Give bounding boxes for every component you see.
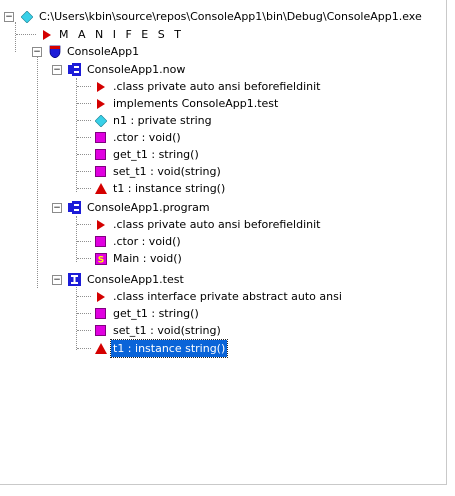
tree-node-class-program[interactable]: − ConsoleApp1.program xyxy=(52,199,212,216)
method-icon xyxy=(94,148,107,161)
tree-connector xyxy=(77,296,91,297)
tree-node-interface-test[interactable]: − ConsoleApp1.test xyxy=(52,271,186,288)
tree-connector xyxy=(77,313,91,314)
class-icon xyxy=(68,63,81,76)
method-icon xyxy=(94,307,107,320)
red-arrow-icon xyxy=(94,80,107,93)
node-label: t1 : instance string() xyxy=(109,339,229,358)
collapse-toggle[interactable]: − xyxy=(4,11,14,22)
interface-label: ConsoleApp1.test xyxy=(87,273,184,286)
collapse-toggle[interactable]: − xyxy=(52,64,62,75)
tree-node-manifest[interactable]: M A N I F E S T xyxy=(40,26,186,43)
namespace-shield-icon xyxy=(48,45,61,58)
property-triangle-icon xyxy=(94,182,107,195)
root-path-label: C:\Users\kbin\source\repos\ConsoleApp1\b… xyxy=(39,10,422,23)
tree-connector xyxy=(15,22,16,52)
tree-connector xyxy=(77,103,91,104)
node-label: .class private auto ansi beforefieldinit xyxy=(113,80,321,93)
node-label: get_t1 : string() xyxy=(113,307,199,320)
interface-icon xyxy=(68,273,81,286)
assembly-label: ConsoleApp1 xyxy=(67,45,140,58)
tree-connector xyxy=(77,188,91,189)
tree-connector xyxy=(76,78,77,192)
tree-node-field[interactable]: n1 : private string xyxy=(94,112,214,129)
node-label: t1 : instance string() xyxy=(113,182,226,195)
tree-connector xyxy=(76,284,77,350)
tree-node-method[interactable]: .ctor : void() xyxy=(94,233,183,250)
node-label: set_t1 : void(string) xyxy=(113,165,221,178)
tree-connector xyxy=(77,330,91,331)
node-label: get_t1 : string() xyxy=(113,148,199,161)
svg-text:S: S xyxy=(97,255,103,265)
node-label: implements ConsoleApp1.test xyxy=(113,97,279,110)
tree-connector xyxy=(77,154,91,155)
node-label: .ctor : void() xyxy=(113,131,181,144)
tree-node-property-selected[interactable]: t1 : instance string() xyxy=(94,339,229,358)
tree-node-method[interactable]: get_t1 : string() xyxy=(94,146,201,163)
class-label: ConsoleApp1.program xyxy=(87,201,210,214)
tree-node-class-directive[interactable]: .class private auto ansi beforefieldinit xyxy=(94,216,322,233)
collapse-toggle[interactable]: − xyxy=(32,46,42,57)
collapse-toggle[interactable]: − xyxy=(52,202,62,213)
tree-connector xyxy=(16,34,36,35)
tree-node-method[interactable]: get_t1 : string() xyxy=(94,305,201,322)
manifest-label: M A N I F E S T xyxy=(59,28,184,41)
collapse-toggle[interactable]: − xyxy=(52,274,62,285)
tree-node-method[interactable]: set_t1 : void(string) xyxy=(94,163,223,180)
red-arrow-icon xyxy=(94,218,107,231)
tree-connector xyxy=(77,258,91,259)
tree-node-class-directive[interactable]: .class interface private abstract auto a… xyxy=(94,288,344,305)
tree-node-method[interactable]: set_t1 : void(string) xyxy=(94,322,223,339)
node-label: .class private auto ansi beforefieldinit xyxy=(113,218,321,231)
tree-connector xyxy=(77,86,91,87)
tree-node-implements[interactable]: implements ConsoleApp1.test xyxy=(94,95,280,112)
tree-node-class-directive[interactable]: .class private auto ansi beforefieldinit xyxy=(94,78,322,95)
method-icon xyxy=(94,165,107,178)
static-method-icon: S xyxy=(94,252,107,265)
tree-node-property[interactable]: t1 : instance string() xyxy=(94,180,227,197)
tree-node-method[interactable]: .ctor : void() xyxy=(94,129,183,146)
tree-node-class-now[interactable]: − ConsoleApp1.now xyxy=(52,61,187,78)
tree-node-static-method[interactable]: S Main : void() xyxy=(94,250,184,267)
node-label: .class interface private abstract auto a… xyxy=(113,290,342,303)
red-arrow-icon xyxy=(94,97,107,110)
tree-connector xyxy=(76,216,77,262)
tree-connector xyxy=(77,241,91,242)
tree-node-assembly[interactable]: − ConsoleApp1 xyxy=(32,43,141,60)
red-arrow-icon xyxy=(94,290,107,303)
tree-connector xyxy=(37,56,38,288)
tree-connector xyxy=(77,120,91,121)
class-label: ConsoleApp1.now xyxy=(87,63,186,76)
tree-root-node[interactable]: − C:\Users\kbin\source\repos\ConsoleApp1… xyxy=(4,8,424,25)
method-icon xyxy=(94,235,107,248)
red-arrow-icon xyxy=(40,28,53,41)
tree-connector xyxy=(77,171,91,172)
il-tree-view[interactable]: − C:\Users\kbin\source\repos\ConsoleApp1… xyxy=(0,0,447,485)
class-icon xyxy=(68,201,81,214)
node-label: Main : void() xyxy=(113,252,182,265)
tree-connector xyxy=(77,137,91,138)
method-icon xyxy=(94,131,107,144)
diamond-icon xyxy=(20,10,33,23)
method-icon xyxy=(94,324,107,337)
tree-connector xyxy=(77,348,91,349)
field-diamond-icon xyxy=(94,114,107,127)
node-label: .ctor : void() xyxy=(113,235,181,248)
node-label: n1 : private string xyxy=(113,114,212,127)
tree-connector xyxy=(77,224,91,225)
node-label: set_t1 : void(string) xyxy=(113,324,221,337)
property-triangle-icon xyxy=(94,342,107,355)
